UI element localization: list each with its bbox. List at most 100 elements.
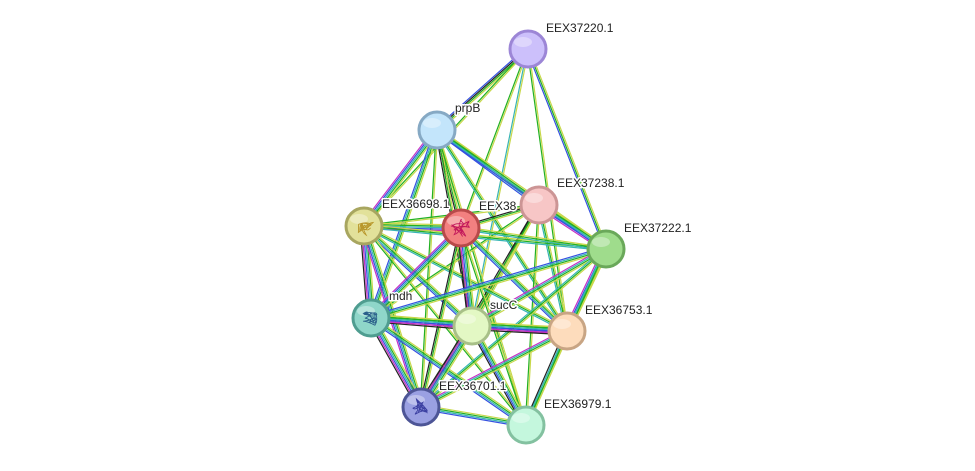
- edge-channel-green: [420, 331, 568, 409]
- edge-channel-teal: [420, 329, 568, 407]
- edge-channel-magenta: [368, 225, 460, 317]
- edge-channel-teal: [363, 226, 607, 252]
- node-label-eex36701-1: EEX36701.1: [439, 379, 507, 393]
- edge-channel-magenta: [419, 328, 567, 406]
- edge-channel-blue: [525, 48, 606, 251]
- node-eex36701-1[interactable]: [401, 387, 441, 427]
- edge-channel-teal: [536, 204, 567, 332]
- edge-channel-yellow: [460, 225, 607, 249]
- node-label-eex37238-1: EEX37238.1: [557, 176, 625, 190]
- edge-prpb-eex36698-1[interactable]: [361, 127, 440, 229]
- edge-channel-black: [418, 227, 461, 408]
- protein-structure-icon: [357, 221, 375, 237]
- node-eex38[interactable]: [441, 208, 481, 248]
- node-label-mdh: mdh: [389, 289, 412, 303]
- edge-channel-yellow: [528, 47, 609, 250]
- edge-channel-yellow: [365, 131, 440, 229]
- node-eex37220-1[interactable]: [508, 29, 548, 69]
- edge-channel-blue: [362, 128, 437, 226]
- node-highlight: [458, 314, 476, 324]
- edge-layer: [359, 46, 610, 428]
- edge-channel-yellow: [421, 332, 569, 410]
- node-circle: [586, 229, 626, 269]
- node-circle: [506, 405, 546, 445]
- edge-eex38-eex36753-1[interactable]: [458, 225, 570, 334]
- edge-channel-yellow: [472, 250, 608, 329]
- node-label-eex37220-1: EEX37220.1: [546, 21, 614, 35]
- edge-eex37222-1-mdh[interactable]: [369, 246, 608, 321]
- edge-channel-green: [527, 48, 607, 250]
- node-highlight: [525, 193, 543, 203]
- edge-channel-yellow: [421, 129, 439, 408]
- edge-channel-green: [420, 227, 462, 408]
- protein-structure-icon: [450, 218, 470, 237]
- structure-ribbon: [357, 221, 375, 237]
- edge-eex38-eex37222-1[interactable]: [460, 225, 607, 252]
- edge-channel-yellow: [371, 315, 528, 424]
- node-highlight: [447, 216, 465, 226]
- node-mdh[interactable]: [351, 298, 391, 338]
- edge-channel-green: [370, 316, 528, 425]
- node-circle: [417, 110, 457, 150]
- node-circle: [547, 311, 587, 351]
- node-label-eex38: EEX38: [479, 199, 517, 213]
- edge-mdh-eex36979-1[interactable]: [369, 315, 528, 428]
- node-prpb[interactable]: [417, 110, 457, 150]
- edge-eex37220-1-eex37222-1[interactable]: [525, 47, 609, 251]
- edge-eex37238-1-eex36753-1[interactable]: [536, 204, 570, 332]
- edge-eex38-mdh[interactable]: [368, 225, 464, 321]
- node-label-succ: sucC: [490, 298, 518, 312]
- edge-channel-green: [460, 227, 607, 250]
- edge-channel-magenta: [361, 127, 436, 225]
- edge-channel-yellow: [437, 129, 528, 426]
- edge-eex37220-1-eex38[interactable]: [459, 48, 530, 229]
- edge-channel-yellow: [372, 229, 464, 321]
- node-circle: [519, 185, 559, 225]
- node-label-prpb: prpB: [455, 101, 480, 115]
- edge-channel-teal: [370, 227, 462, 319]
- node-layer: [344, 29, 626, 445]
- edge-eex36753-1-eex36701-1[interactable]: [419, 328, 569, 410]
- edge-channel-green: [419, 129, 437, 408]
- edge-channel-magenta: [470, 246, 606, 325]
- node-eex36979-1[interactable]: [506, 405, 546, 445]
- edge-channel-green: [370, 249, 607, 320]
- node-label-eex36753-1: EEX36753.1: [585, 303, 653, 317]
- protein-structure-icon: [412, 397, 429, 415]
- edge-channel-blue: [458, 229, 567, 334]
- node-highlight: [423, 118, 441, 128]
- node-label-eex36698-1: EEX36698.1: [382, 197, 450, 211]
- node-eex36698-1[interactable]: [344, 206, 384, 246]
- structure-ribbon: [412, 397, 429, 415]
- node-succ[interactable]: [452, 306, 492, 346]
- edge-channel-green: [460, 226, 569, 332]
- edge-prpb-eex36701-1[interactable]: [419, 129, 439, 408]
- edge-channel-teal: [470, 48, 528, 327]
- node-highlight: [553, 319, 571, 329]
- structure-ribbon: [362, 311, 378, 326]
- node-highlight: [512, 413, 530, 423]
- node-circle: [351, 298, 391, 338]
- node-eex37238-1[interactable]: [519, 185, 559, 225]
- node-label-eex36979-1: EEX36979.1: [544, 397, 612, 411]
- edge-channel-teal: [459, 227, 568, 333]
- edge-channel-green: [364, 130, 439, 228]
- edge-eex37222-1-succ[interactable]: [470, 246, 608, 329]
- edge-channel-green: [459, 48, 528, 229]
- edge-channel-green: [538, 204, 568, 332]
- edge-channel-teal: [471, 247, 607, 326]
- node-circle: [452, 306, 492, 346]
- edge-channel-blue: [434, 46, 528, 129]
- edge-channel-green: [371, 228, 463, 320]
- node-circle: [508, 29, 548, 69]
- node-eex36753-1[interactable]: [547, 311, 587, 351]
- edge-channel-green: [471, 249, 607, 328]
- edge-channel-yellow: [461, 48, 530, 229]
- node-highlight: [350, 214, 368, 224]
- node-eex37222-1[interactable]: [586, 229, 626, 269]
- edge-channel-teal: [363, 129, 438, 227]
- edge-eex38-eex36701-1[interactable]: [418, 227, 464, 408]
- edge-channel-yellow: [421, 227, 464, 408]
- edge-channel-blue: [369, 246, 606, 317]
